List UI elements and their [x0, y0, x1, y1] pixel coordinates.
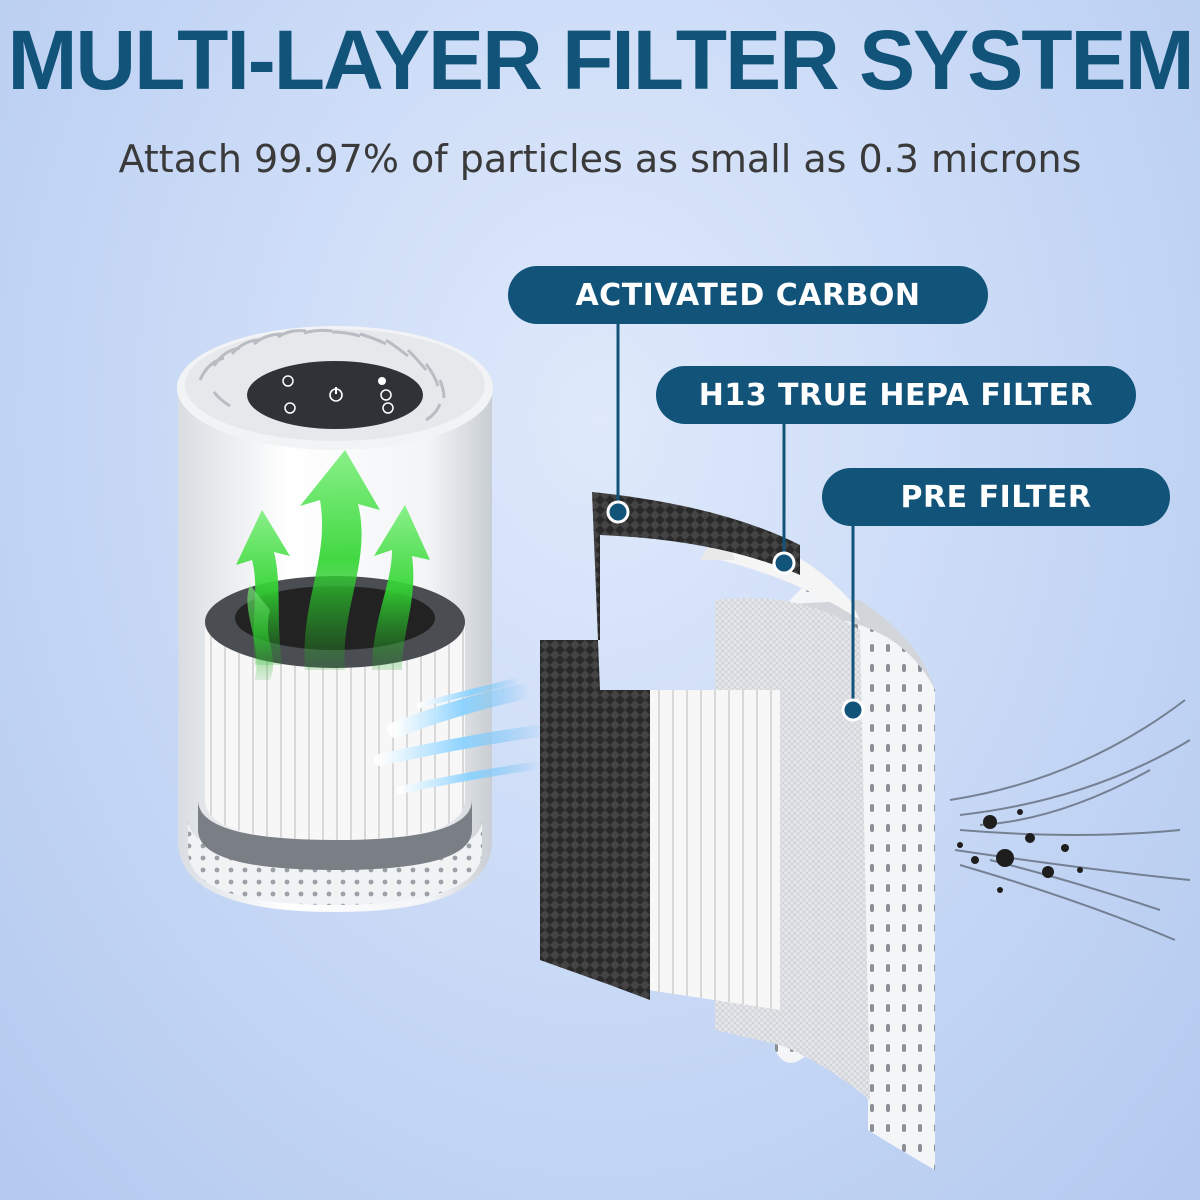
lock-icon	[382, 402, 394, 414]
top-grille	[198, 328, 446, 422]
sleep-icon	[284, 402, 296, 414]
page-subtitle: Attach 99.97% of particles as small as 0…	[118, 137, 1082, 181]
dirty-air-stream	[949, 699, 1191, 941]
filter-layers	[540, 492, 935, 1170]
filter-reset-icon	[380, 389, 392, 401]
dust-particles	[957, 809, 1083, 893]
callout-pre-filter: PRE FILTER	[822, 468, 1170, 526]
page-title: MULTI-LAYER FILTER SYSTEM	[7, 13, 1194, 107]
hepa-filter-pleats	[648, 690, 780, 1010]
hepa-marker-dot	[772, 551, 796, 575]
airflow-stream	[374, 677, 551, 794]
control-panel	[247, 361, 423, 429]
timer-icon	[378, 377, 386, 385]
callout-hepa-filter: H13 TRUE HEPA FILTER	[656, 366, 1136, 424]
air-purifier	[177, 326, 493, 912]
carbon-marker-dot	[606, 500, 630, 524]
callout-activated-carbon: ACTIVATED CARBON	[508, 266, 988, 324]
pre-filter-marker-dot	[841, 698, 865, 722]
clean-air-arrows	[236, 450, 430, 680]
fan-icon	[282, 375, 294, 387]
carbon-filter-mesh	[540, 492, 800, 1000]
callout-leaders	[606, 322, 865, 722]
